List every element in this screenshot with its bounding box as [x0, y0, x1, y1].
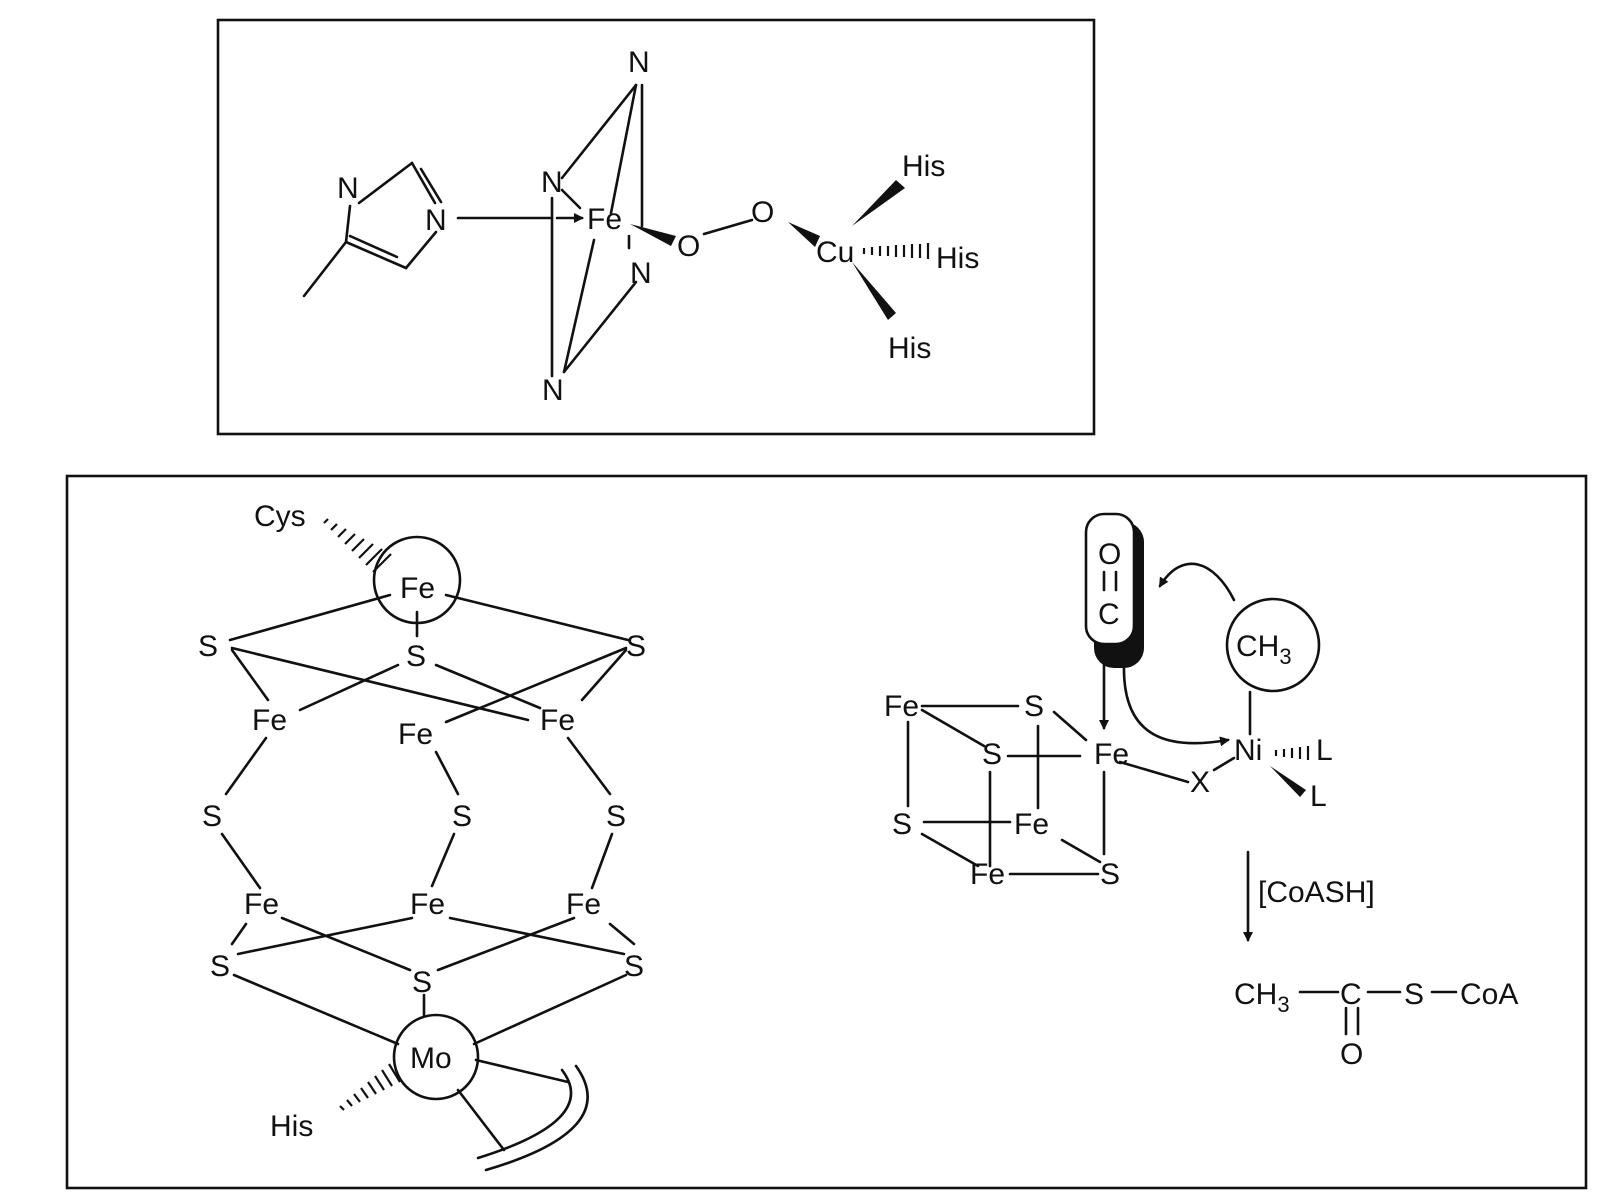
oxygen-1: O	[677, 230, 700, 263]
co-oxygen-label: O	[1098, 538, 1121, 571]
fe-l1-label: Fe	[252, 704, 287, 737]
product-s-label: S	[1404, 978, 1424, 1011]
nitrogen-lower-right: N	[630, 257, 652, 290]
bottom-panel-frame	[65, 474, 1588, 1190]
top-panel-frame	[216, 18, 1096, 436]
ni-l-hash	[1274, 746, 1310, 760]
s-mid-left-label: S	[202, 800, 222, 833]
ch3-migration-arrow	[1158, 562, 1236, 602]
his-right: His	[936, 242, 979, 275]
nitrogen-bottom: N	[542, 374, 564, 407]
imidazole-n-top: N	[337, 172, 359, 205]
his-bottom: His	[888, 332, 931, 365]
cys-hash	[323, 518, 392, 573]
fe-c2-label: Fe	[410, 888, 445, 921]
cube-fe4-label: Fe	[970, 858, 1005, 891]
s-low-right-label: S	[624, 950, 644, 983]
ch3-label: CH3	[1236, 630, 1292, 669]
cu-his-bottom-wedge	[852, 262, 896, 320]
top-panel: N N N N Fe N N O O Cu His His His	[216, 18, 1096, 436]
co-capsule	[1084, 512, 1136, 646]
cube-s2-label: S	[982, 738, 1002, 771]
o-cu-wedge	[788, 222, 820, 247]
femo-cofactor: Cys Fe S S S Fe Fe Fe S S S Fe Fe Fe S S…	[198, 500, 646, 1172]
ni-l-wedge	[1270, 766, 1306, 797]
heme-fe-framework	[456, 83, 676, 378]
s-left-label: S	[198, 630, 218, 663]
s-low-center-label: S	[412, 966, 432, 999]
cube-s1-label: S	[1024, 690, 1044, 723]
fe-c1-label: Fe	[398, 718, 433, 751]
co-carbon-label: C	[1098, 598, 1120, 631]
fe-l2-label: Fe	[244, 888, 279, 921]
fe-r2-label: Fe	[566, 888, 601, 921]
ni-l1-label: L	[1316, 734, 1333, 767]
s-low-left-label: S	[210, 950, 230, 983]
s-center-label: S	[406, 640, 426, 673]
mo-label: Mo	[410, 1042, 452, 1075]
cube-fe3-label: Fe	[1014, 808, 1049, 841]
oxygen-2: O	[751, 196, 774, 229]
cu-his-right-hash	[862, 243, 930, 259]
copper-site	[852, 180, 930, 320]
ch3-circle	[1225, 597, 1321, 693]
nitrogen-top: N	[628, 46, 650, 79]
fe-top-label: Fe	[400, 572, 435, 605]
s-right-label: S	[626, 630, 646, 663]
product-c-label: C	[1340, 978, 1362, 1011]
reagent-label: [CoASH]	[1258, 876, 1375, 909]
mo-his-label: His	[270, 1110, 313, 1143]
cys-label: Cys	[254, 500, 306, 533]
product-ch3-label: CH3	[1234, 978, 1290, 1017]
co-to-ni-arrow	[1122, 662, 1230, 747]
ni-l2-label: L	[1310, 780, 1327, 813]
nitrogen-upper-left: N	[541, 166, 563, 199]
product-o-label: O	[1340, 1038, 1363, 1071]
product-coa-label: CoA	[1460, 978, 1518, 1011]
homocitrate	[456, 1058, 589, 1172]
copper: Cu	[816, 236, 854, 269]
fe-r1-label: Fe	[540, 704, 575, 737]
fe-o-wedge	[630, 224, 676, 246]
mo-circle	[392, 1013, 480, 1101]
cube-fe1-label: Fe	[884, 690, 919, 723]
imidazole-n-link: N	[425, 204, 447, 237]
mo-his-hash	[339, 1063, 401, 1111]
cu-his-top-wedge	[852, 180, 905, 226]
iron-top: Fe	[587, 203, 622, 236]
s-mid-center-label: S	[452, 800, 472, 833]
x-label: X	[1190, 766, 1210, 799]
ni-label: Ni	[1234, 734, 1262, 767]
acs-cluster: O C CH3 Fe S S Fe S Fe Fe S X Ni L L [Co…	[884, 512, 1518, 1071]
cube-fe2-label: Fe	[1094, 738, 1129, 771]
his-top: His	[902, 150, 945, 183]
cube-s3-label: S	[892, 808, 912, 841]
peroxo-bridge	[702, 218, 820, 247]
s-mid-right-label: S	[606, 800, 626, 833]
cube-s4-label: S	[1100, 858, 1120, 891]
imidazole-ring	[302, 161, 443, 298]
